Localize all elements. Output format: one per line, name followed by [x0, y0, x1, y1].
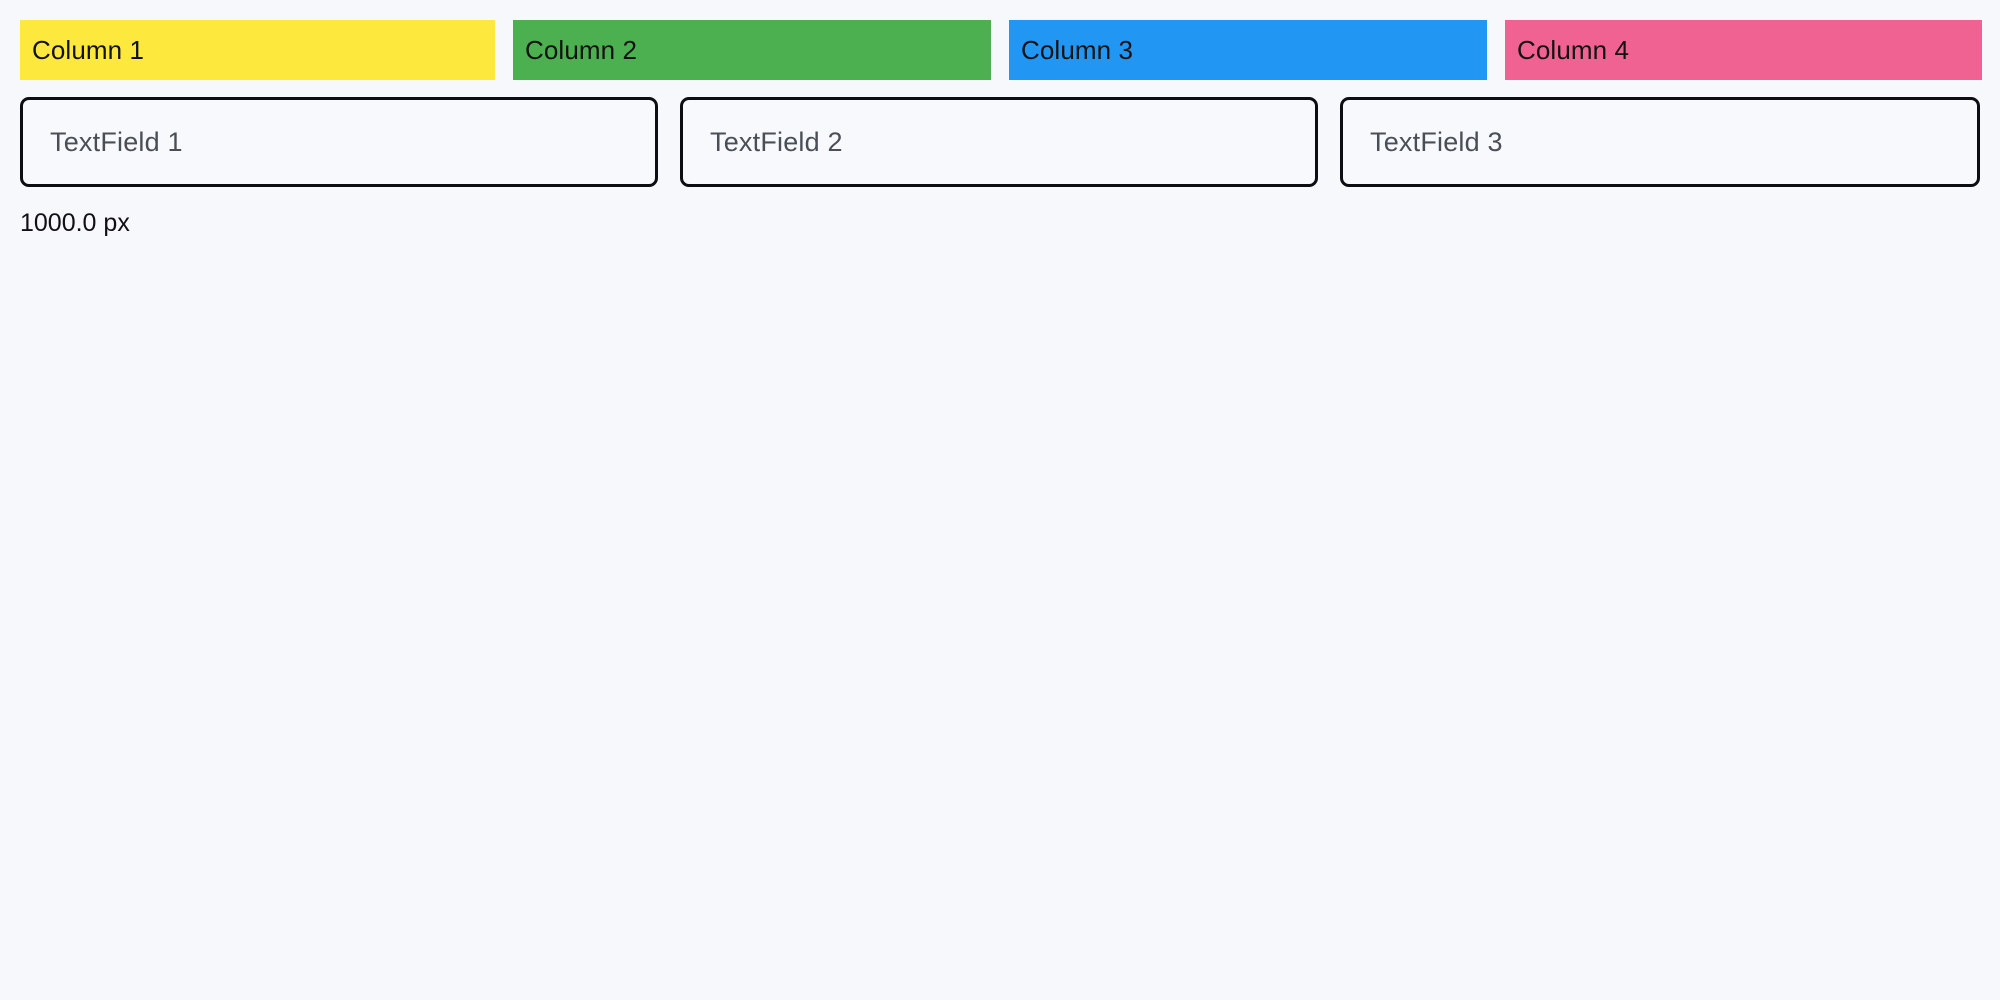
textfield-1-placeholder: TextField 1 [50, 126, 183, 157]
size-label-row: 1000.0 px [20, 208, 1980, 238]
textfield-1[interactable]: TextField 1 [20, 97, 658, 187]
columns-row: Column 1 Column 2 Column 3 Column 4 [20, 20, 1982, 80]
column-bar-1-label: Column 1 [32, 35, 145, 65]
textfields-row: TextField 1 TextField 2 TextField 3 [20, 97, 1980, 187]
column-bar-2-label: Column 2 [525, 35, 638, 65]
column-bar-1[interactable]: Column 1 [20, 20, 495, 80]
size-label: 1000.0 px [20, 208, 130, 237]
column-bar-2[interactable]: Column 2 [513, 20, 991, 80]
textfield-3-placeholder: TextField 3 [1370, 126, 1503, 157]
empty-canvas-area [0, 265, 2000, 1000]
textfield-3[interactable]: TextField 3 [1340, 97, 1980, 187]
column-bar-4-label: Column 4 [1517, 35, 1630, 65]
column-bar-3[interactable]: Column 3 [1009, 20, 1487, 80]
textfield-2[interactable]: TextField 2 [680, 97, 1318, 187]
column-bar-4[interactable]: Column 4 [1505, 20, 1982, 80]
textfield-2-placeholder: TextField 2 [710, 126, 843, 157]
column-bar-3-label: Column 3 [1021, 35, 1134, 65]
